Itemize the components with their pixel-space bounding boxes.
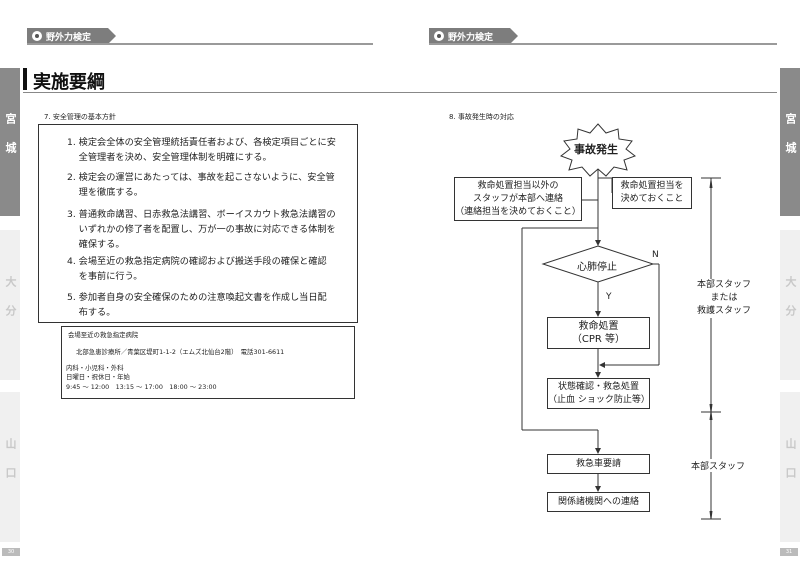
side-tab-oita-left[interactable]: 大分: [0, 230, 20, 380]
flow-contact-label: 関係諸機関への連絡: [557, 496, 639, 507]
side-tab-label: 大分: [784, 276, 797, 334]
badge-icon: [32, 31, 42, 41]
policy-item: 3. 普通救命講習、日赤救急法講習、ボーイスカウト救急法講習の いずれかの修了者…: [67, 209, 336, 250]
side-tab-yamaguchi-left[interactable]: 山口: [0, 392, 20, 542]
page-title: 実施要綱: [33, 72, 105, 93]
side-tab-miyagi-right[interactable]: 宮城: [780, 68, 800, 216]
side-tab-label: 大分: [4, 276, 17, 334]
start-burst-shape: [559, 123, 637, 177]
title-rule: [23, 92, 777, 93]
side-tab-label: 山口: [784, 438, 797, 496]
policy-item: 4. 会場至近の救急指定病院の確認および搬送手段の確保と確認 を事前に行う。: [67, 256, 327, 282]
header-label-left: 野外力検定: [46, 33, 92, 43]
section-heading-response: 8. 事故発生時の対応: [449, 113, 514, 121]
flow-ambulance-label: 救急車要請: [575, 458, 621, 469]
flow-contact-box: 関係諸機関への連絡: [547, 492, 650, 512]
side-tab-label: 山口: [4, 438, 17, 496]
hospital-departments: 内科・小児科・外科: [66, 364, 124, 372]
flow-cpr-box: 救命処置 （CPR 等）: [547, 317, 650, 349]
side-tab-miyagi-left[interactable]: 宮城: [0, 68, 20, 216]
side-tab-label: 宮城: [4, 113, 17, 171]
flow-check-box: 状態確認・救急処置 （止血 ショック防止等）: [547, 378, 650, 409]
header-label-right: 野外力検定: [448, 33, 494, 43]
decision-diamond: [541, 245, 655, 283]
hospital-info-box: 会場至近の救急指定病院 北部急患診療所／青葉区堤町1-1-2（エムズ北仙台2階）…: [61, 326, 355, 399]
flow-start-label: 事故発生: [574, 143, 618, 156]
header-badge-left: 野外力検定: [27, 28, 116, 44]
header-rule-left: [27, 43, 373, 45]
flow-check-label: 状態確認・救急処置 （止血 ショック防止等）: [548, 381, 650, 405]
flow-yes-label: Y: [606, 292, 612, 302]
hospital-address: 北部急患診療所／青葉区堤町1-1-2（エムズ北仙台2階） 電話301-6611: [76, 348, 285, 356]
side-tab-label: 宮城: [784, 113, 797, 171]
section-heading-policy: 7. 安全管理の基本方針: [44, 113, 116, 121]
role-label-bottom: 本部スタッフ: [691, 459, 746, 472]
role-label-top: 本部スタッフ または 救護スタッフ: [689, 279, 759, 318]
flow-assign-rescue-label: 救命処置担当を 決めておくこと: [620, 181, 684, 204]
hospital-title: 会場至近の救急指定病院: [68, 331, 139, 339]
hospital-days: 日曜日・祝休日・年始: [66, 373, 130, 381]
side-tab-oita-right[interactable]: 大分: [780, 230, 800, 380]
page-number-left: 30: [2, 548, 20, 556]
policy-item: 2. 検定会の運営にあたっては、事故を起こさないように、安全管 理を徹底する。: [67, 172, 335, 198]
flow-notify-staff-box: 救命処置担当以外の スタッフが本部へ連絡 （連絡担当を決めておくこと）: [454, 177, 582, 221]
policy-item: 1. 検定会全体の安全管理統括責任者および、各検定項目ごとに安 全管理者を決め、…: [67, 137, 336, 163]
flow-cpr-label: 救命処置 （CPR 等）: [571, 321, 626, 345]
side-tab-yamaguchi-right[interactable]: 山口: [780, 392, 800, 542]
header-badge-right: 野外力検定: [429, 28, 518, 44]
hospital-hours: 9:45 ～ 12:00 13:15 ～ 17:00 18:00 ～ 23:00: [66, 383, 217, 391]
flow-assign-rescue-box: 救命処置担当を 決めておくこと: [612, 177, 692, 209]
title-accent-bar: [23, 68, 27, 90]
flow-decision-label: 心肺停止: [577, 262, 617, 273]
flow-ambulance-box: 救急車要請: [547, 454, 650, 474]
flow-notify-staff-label: 救命処置担当以外の スタッフが本部へ連絡 （連絡担当を決めておくこと）: [455, 180, 581, 217]
header-rule-right: [429, 43, 777, 45]
page-number-right: 31: [780, 548, 798, 556]
badge-icon: [434, 31, 444, 41]
policy-item: 5. 参加者自身の安全確保のための注意喚起文書を作成し当日配 布する。: [67, 292, 327, 318]
policy-box: 1. 検定会全体の安全管理統括責任者および、各検定項目ごとに安 全管理者を決め、…: [38, 124, 358, 323]
flow-no-label: N: [652, 250, 659, 260]
